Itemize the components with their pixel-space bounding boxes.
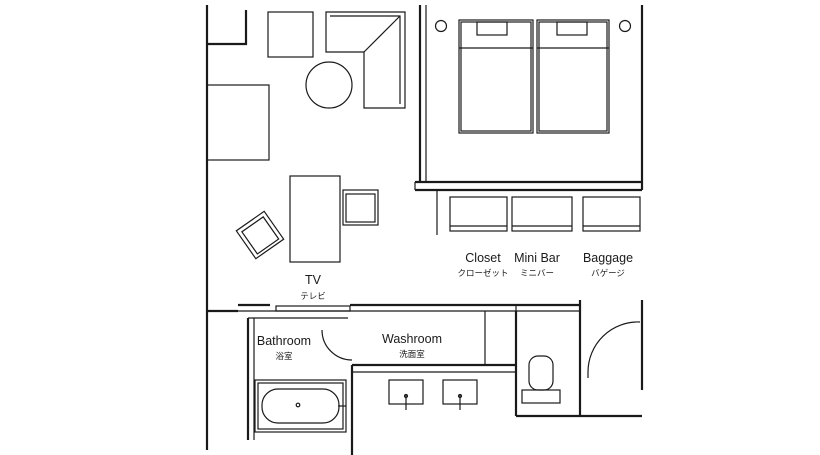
round-table	[305, 61, 353, 109]
closet	[449, 196, 508, 232]
armchair	[235, 210, 285, 260]
label-minibar: Mini Bar	[514, 251, 560, 265]
toilet	[521, 355, 561, 404]
desk-area	[235, 175, 379, 312]
side-table	[206, 84, 270, 161]
outer-walls	[205, 5, 644, 450]
bedroom-partition	[414, 5, 642, 192]
twin-beds	[434, 19, 632, 134]
tv-unit	[275, 305, 351, 312]
pillow-right	[556, 21, 588, 36]
storage-units	[436, 190, 641, 235]
lamp-left-icon	[434, 19, 448, 33]
bath-walls	[207, 303, 580, 455]
bed-left-inner	[460, 21, 532, 132]
pillow-left	[476, 21, 508, 36]
label-minibar-jp: ミニバー	[520, 268, 554, 278]
label-bathroom-jp: 浴室	[275, 351, 293, 361]
label-bathroom: Bathroom	[257, 334, 311, 348]
bathtub	[254, 379, 347, 433]
label-closet-jp: クローゼット	[457, 268, 508, 278]
baggage-rack	[582, 196, 641, 232]
lamp-right-icon	[618, 19, 632, 33]
armchair-block	[267, 11, 314, 58]
entrance-door	[587, 321, 641, 373]
drain-icon	[295, 402, 301, 408]
bed-right-inner	[538, 21, 608, 132]
bed-right	[536, 19, 610, 134]
bathroom-door	[321, 329, 353, 361]
label-baggage: Baggage	[583, 251, 633, 265]
mini-bar	[511, 196, 573, 232]
label-closet: Closet	[465, 251, 501, 265]
desk-chair	[342, 189, 379, 226]
label-washroom-jp: 洗面室	[399, 349, 425, 359]
label-baggage-jp: バゲージ	[591, 268, 625, 278]
desk	[289, 175, 341, 263]
corner-sofa	[325, 11, 406, 109]
lounge-furniture	[206, 11, 406, 161]
label-washroom: Washroom	[382, 332, 442, 346]
room-labels: TV テレビ Closet クローゼット Mini Bar ミニバー Bagga…	[257, 251, 633, 361]
label-tv: TV	[305, 273, 322, 287]
sinks	[388, 379, 478, 410]
label-tv-jp: テレビ	[300, 291, 326, 301]
bed-left	[458, 19, 534, 134]
doors	[321, 321, 641, 378]
